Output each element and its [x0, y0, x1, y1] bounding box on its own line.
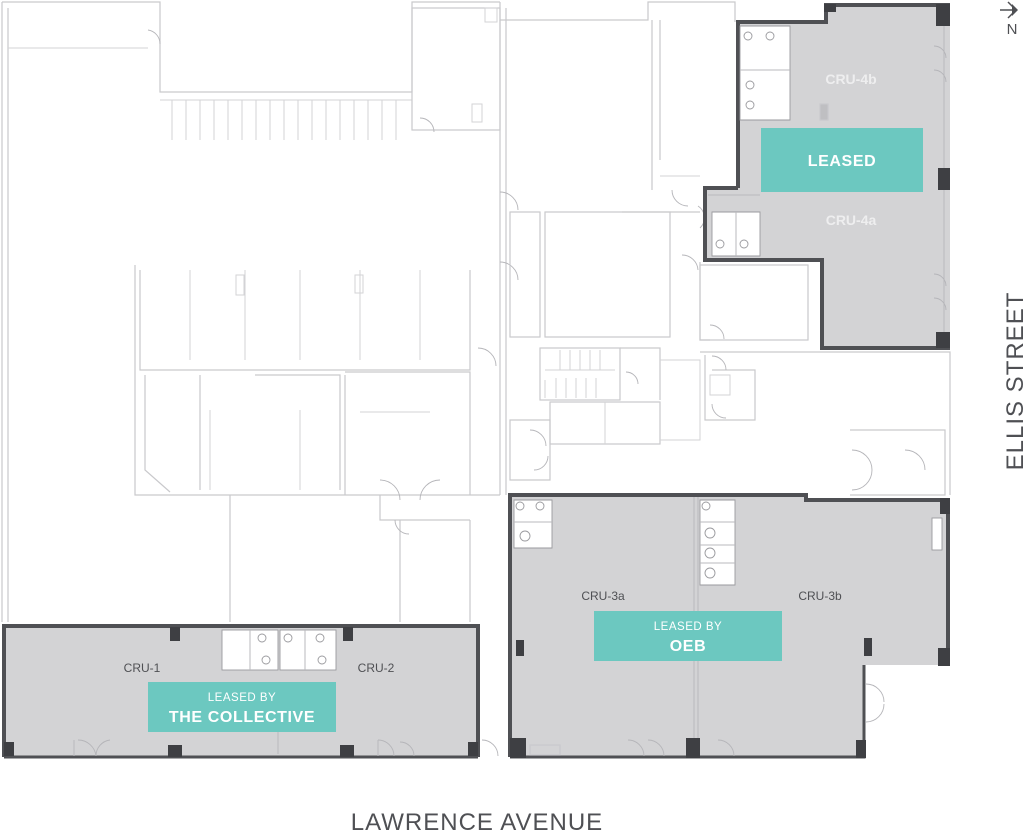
north-label: N: [1007, 21, 1018, 38]
street-ellis-street: ELLIS STREET: [1002, 292, 1024, 471]
label-cru-3b: CRU-3b: [798, 589, 842, 603]
cru4-leased: LEASED: [808, 153, 877, 170]
street-lawrence-avenue: LAWRENCE AVENUE: [351, 809, 603, 834]
north-arrow-icon: N: [1000, 1, 1018, 38]
label-cru-3a: CRU-3a: [581, 589, 625, 603]
leased-tag-cru4: [761, 128, 923, 192]
stair-top: [160, 99, 412, 140]
base-building: [1, 1, 951, 622]
oeb-leased-by: LEASED BY: [654, 621, 722, 633]
label-cru-4b: CRU-4b: [825, 71, 876, 87]
label-cru-1: CRU-1: [124, 661, 161, 675]
collective-leased-by: LEASED BY: [208, 692, 276, 704]
oeb-tenant-name: OEB: [670, 638, 706, 655]
label-cru-2: CRU-2: [358, 661, 395, 675]
leased-tag-collective: [148, 682, 336, 732]
label-cru-4a: CRU-4a: [826, 212, 877, 228]
collective-tenant-name: THE COLLECTIVE: [169, 709, 315, 726]
leased-tag-oeb: [594, 611, 782, 661]
stair-core: [539, 347, 621, 401]
